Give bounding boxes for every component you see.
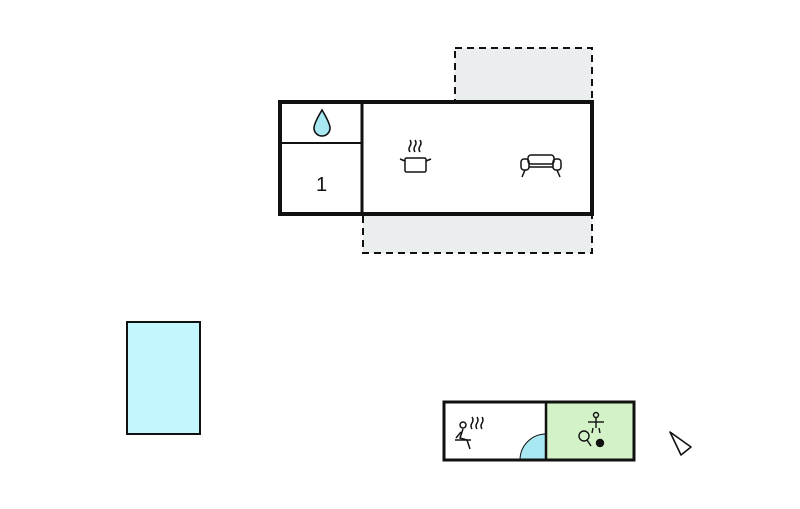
games-room [546, 402, 634, 460]
bedroom-number: 1 [316, 174, 327, 196]
annex-building [442, 400, 636, 462]
sauna-icon [455, 416, 484, 450]
main-house [278, 100, 594, 216]
annex-outline [442, 400, 636, 462]
swimming-pool [126, 321, 201, 435]
door-swing [519, 433, 547, 461]
water-drop-icon [313, 108, 331, 137]
terrace-north [454, 47, 593, 103]
sofa-icon [520, 154, 562, 178]
cooking-pot-icon [399, 139, 432, 173]
north-arrow-icon [669, 431, 692, 456]
table-tennis-icon [578, 411, 605, 448]
house-outline [278, 100, 594, 216]
terrace-south [362, 212, 593, 254]
